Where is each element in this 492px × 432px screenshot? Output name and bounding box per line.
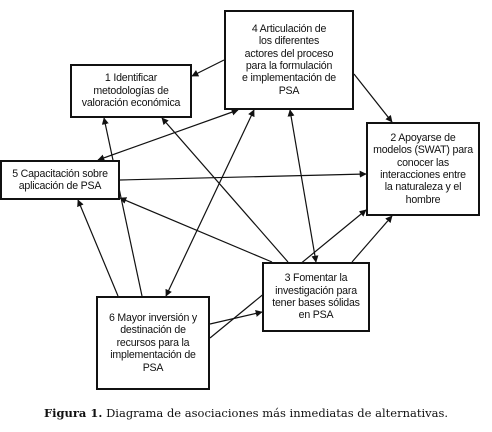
arrow-5-to-2 xyxy=(119,170,367,181)
arrow-6-to-5 xyxy=(77,199,119,297)
arrow-4-to-2 xyxy=(353,73,393,123)
arrow-4-to-1 xyxy=(191,59,225,77)
association-diagram: 1 Identificar metodologías de valoración… xyxy=(0,10,480,390)
arrow-3-to-5 xyxy=(119,197,273,263)
arrow-4-3 xyxy=(287,109,319,263)
arrow-6-to-1 xyxy=(101,117,143,297)
node-1-identificar-metodologias: 1 Identificar metodologías de valoración… xyxy=(70,64,192,118)
node-3-fomentar-investigacion: 3 Fomentar la investigación para tener b… xyxy=(262,262,370,332)
caption-text: Diagrama de asociaciones más inmediatas … xyxy=(106,406,449,420)
arrow-3-to-2 xyxy=(351,215,393,263)
node-2-apoyarse-modelos-swat: 2 Apoyarse de modelos (SWAT) para conoce… xyxy=(366,122,480,216)
arrow-3-to-1 xyxy=(161,117,289,263)
node-6-mayor-inversion: 6 Mayor inversión y destinación de recur… xyxy=(96,296,210,390)
arrow-5-4 xyxy=(97,108,239,162)
arrow-6-to-3 xyxy=(209,310,263,325)
arrow-4-6 xyxy=(165,109,255,297)
figure-caption: Figura 1. Diagrama de asociaciones más i… xyxy=(0,406,492,420)
node-5-capacitacion: 5 Capacitación sobre aplicación de PSA xyxy=(0,160,120,200)
node-4-articulacion-actores: 4 Articulación de los diferentes actores… xyxy=(224,10,354,110)
caption-label: Figura 1. xyxy=(43,406,103,420)
